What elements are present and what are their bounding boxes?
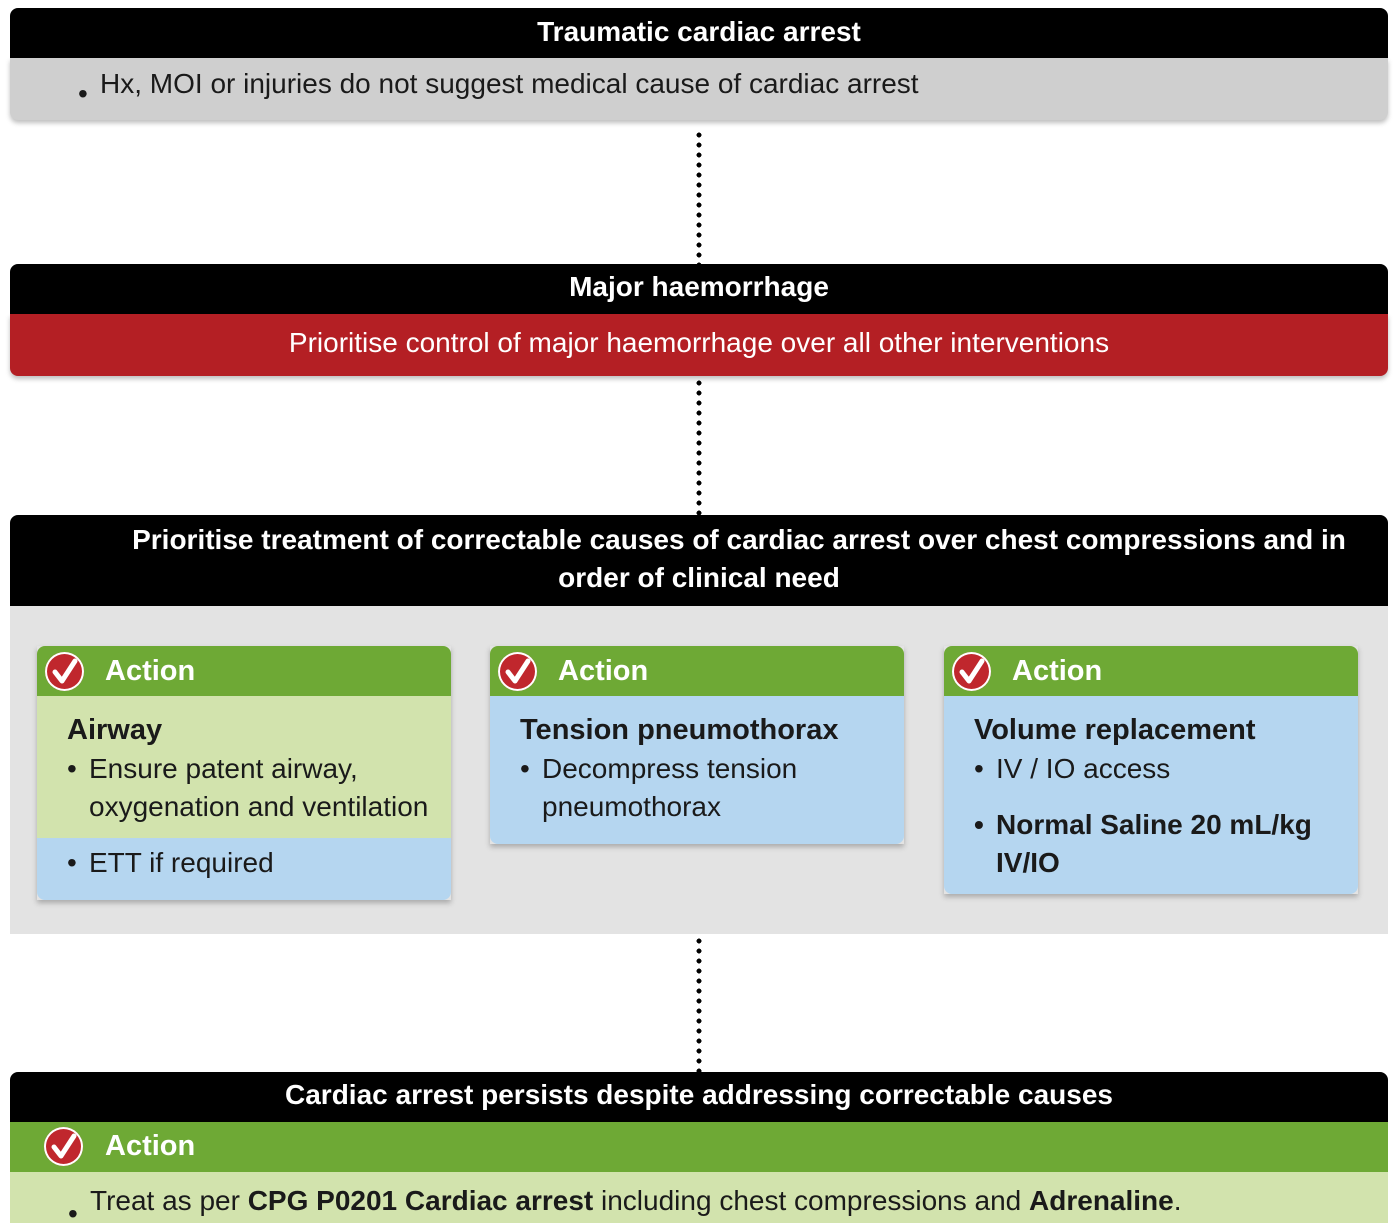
correctable-causes-title: Prioritise treatment of correctable caus…: [10, 515, 1388, 606]
card-heading: Volume replacement: [974, 714, 1256, 746]
tension-pneumothorax-body: Tension pneumothorax Decompress tension …: [490, 696, 904, 844]
action-header: Action: [10, 1122, 1388, 1172]
action-header: Action: [944, 646, 1358, 696]
arrest-persists-instruction: Treat as per CPG P0201 Cardiac arrest in…: [10, 1172, 1388, 1223]
action-header: Action: [37, 646, 451, 696]
text-mid: including chest compressions and: [593, 1185, 1030, 1216]
instruction-bullet: Treat as per CPG P0201 Cardiac arrest in…: [68, 1185, 1182, 1216]
checkmark-icon: [44, 1127, 83, 1166]
title-line-2: order of clinical need: [558, 562, 840, 593]
card-bullet: ETT if required: [67, 844, 435, 882]
dotted-connector: [696, 936, 702, 1072]
action-label: Action: [1012, 655, 1103, 687]
checkmark-icon: [498, 652, 537, 691]
airway-card: Action Airway Ensure patent airway, oxyg…: [37, 646, 451, 900]
haemorrhage-instruction: Prioritise control of major haemorrhage …: [10, 314, 1388, 376]
card-heading: Tension pneumothorax: [520, 714, 839, 746]
airway-body: Airway Ensure patent airway, oxygenation…: [37, 696, 451, 838]
volume-replacement-card: Action Volume replacement IV / IO access…: [944, 646, 1358, 894]
action-label: Action: [105, 1130, 196, 1162]
arrest-persists-title: Cardiac arrest persists despite addressi…: [10, 1072, 1388, 1122]
checkmark-icon: [952, 652, 991, 691]
title-line-1: Prioritise treatment of correctable caus…: [132, 524, 1346, 555]
major-haemorrhage-title: Major haemorrhage: [10, 264, 1388, 314]
text-post: .: [1173, 1185, 1182, 1216]
traumatic-arrest-title: Traumatic cardiac arrest: [10, 8, 1388, 58]
tension-pneumothorax-card: Action Tension pneumothorax Decompress t…: [490, 646, 904, 844]
traumatic-arrest-criteria: Hx, MOI or injuries do not suggest medic…: [10, 58, 1388, 120]
card-bullet: Decompress tension pneumothorax: [520, 750, 888, 826]
card-bullet: Normal Saline 20 mL/kg IV/IO: [974, 806, 1342, 882]
volume-replacement-body: Volume replacement IV / IO access Normal…: [944, 696, 1358, 894]
card-heading: Airway: [67, 714, 163, 746]
action-label: Action: [558, 655, 649, 687]
cpg-reference: CPG P0201 Cardiac arrest: [247, 1185, 594, 1216]
dotted-connector: [696, 130, 702, 265]
airway-ett: ETT if required: [37, 838, 451, 900]
action-header: Action: [490, 646, 904, 696]
action-label: Action: [105, 655, 196, 687]
text-pre: Treat as per: [90, 1185, 248, 1216]
checkmark-icon: [45, 652, 84, 691]
adrenaline-text: Adrenaline: [1029, 1185, 1174, 1216]
card-bullet: IV / IO access: [974, 750, 1342, 788]
dotted-connector: [696, 378, 702, 515]
criteria-bullet: Hx, MOI or injuries do not suggest medic…: [78, 68, 919, 99]
card-bullet: Ensure patent airway, oxygenation and ve…: [67, 750, 435, 826]
